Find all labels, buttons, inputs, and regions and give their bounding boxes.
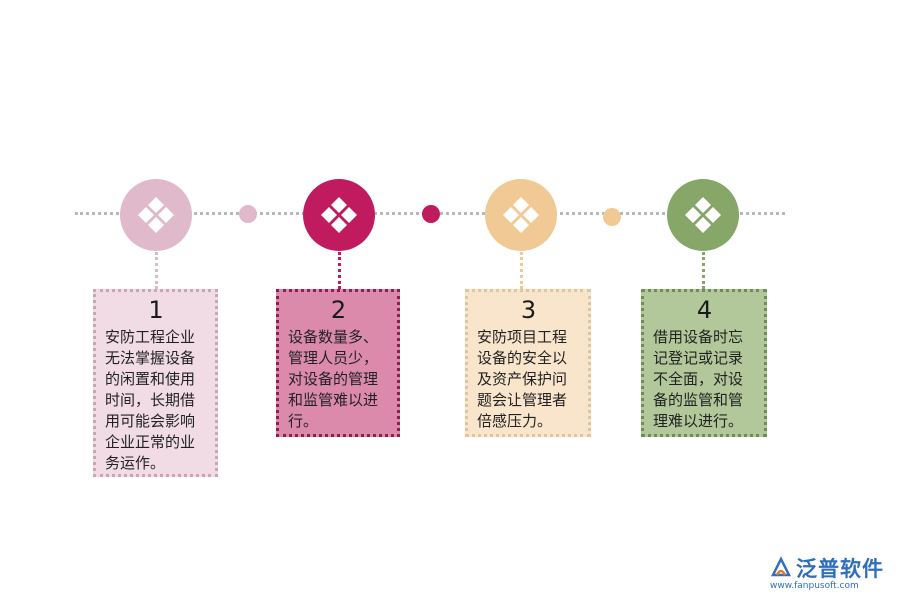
step-3-card: 3 安防项目工程设备的安全以及资产保护问题会让管理者倍感压力。 bbox=[465, 289, 591, 437]
step-3-connector bbox=[520, 252, 523, 289]
step-2-text: 设备数量多、管理人员少，对设备的管理和监管难以进行。 bbox=[288, 328, 379, 430]
step-4-text: 借用设备时忘记登记或记录不全面，对设备的监管和管理难以进行。 bbox=[653, 328, 744, 430]
timeline-dot-1 bbox=[239, 205, 257, 223]
step-2-icon bbox=[303, 179, 375, 251]
step-3-text: 安防项目工程设备的安全以及资产保护问题会让管理者倍感压力。 bbox=[477, 328, 568, 430]
logo-brand-text: 泛普软件 bbox=[796, 557, 884, 581]
timeline-dot-2 bbox=[422, 205, 440, 223]
step-4-number: 4 bbox=[696, 296, 713, 324]
step-2-connector bbox=[338, 252, 341, 289]
step-4-connector bbox=[702, 252, 705, 289]
step-1-number: 1 bbox=[148, 296, 164, 324]
step-4-card: 4 借用设备时忘记登记或记录不全面，对设备的监管和管理难以进行。 bbox=[641, 289, 767, 437]
logo-mark-icon bbox=[770, 556, 792, 577]
timeline-dot-3 bbox=[603, 208, 621, 226]
step-1-connector bbox=[155, 252, 158, 289]
step-4-icon bbox=[667, 179, 739, 251]
step-2-card: 2 设备数量多、管理人员少，对设备的管理和监管难以进行。 bbox=[276, 289, 400, 437]
brand-logo: 泛普软件 www.fanpusoft.com bbox=[768, 553, 893, 593]
step-1-text: 安防工程企业无法掌握设备的闲置和使用时间，长期借用可能会影响企业正常的业务运作。 bbox=[105, 328, 196, 472]
step-2-number: 2 bbox=[330, 296, 347, 324]
step-1-card: 1 安防工程企业无法掌握设备的闲置和使用时间，长期借用可能会影响企业正常的业务运… bbox=[93, 289, 218, 477]
logo-url-text: www.fanpusoft.com bbox=[770, 581, 859, 591]
step-3-icon bbox=[485, 179, 557, 251]
step-3-number: 3 bbox=[520, 296, 537, 324]
step-1-icon bbox=[120, 179, 192, 251]
